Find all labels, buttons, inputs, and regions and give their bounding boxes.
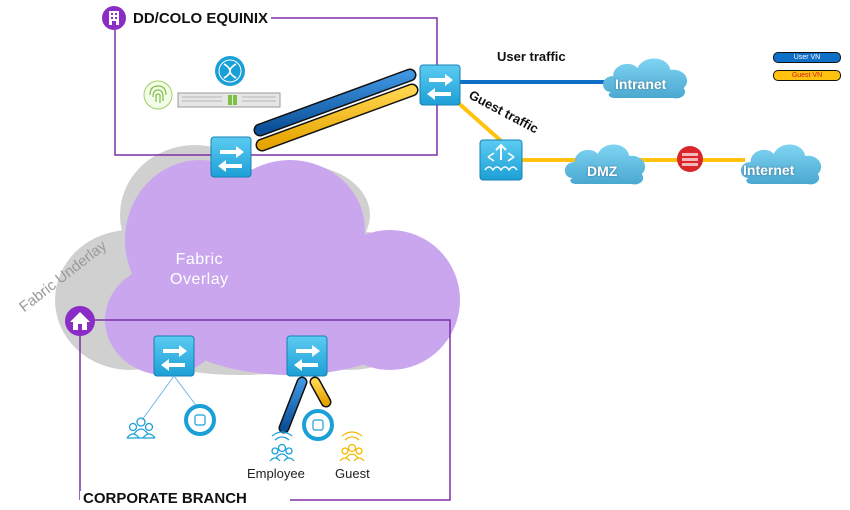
fabric-overlay-label: Fabric Overlay xyxy=(170,251,229,288)
intranet-label: Intranet xyxy=(615,76,667,92)
wireless-users-icon xyxy=(339,431,365,462)
legend-guest-vn: Guest VN xyxy=(773,70,841,81)
firewall-icon xyxy=(677,146,703,172)
switch-icon xyxy=(153,335,195,377)
switch-icon xyxy=(419,64,461,106)
wireless-users-icon xyxy=(269,431,295,462)
appliance-server xyxy=(177,92,281,108)
vn-tubes-branch xyxy=(278,376,332,434)
employee-label: Employee xyxy=(247,466,305,481)
access-point-icon xyxy=(184,404,216,436)
user-group-icon xyxy=(126,417,156,439)
vn-tubes-dc xyxy=(253,68,419,152)
branch-site-title: CORPORATE BRANCH xyxy=(80,491,250,506)
switch-icon xyxy=(286,335,328,377)
dc-site-border xyxy=(114,17,438,156)
access-point-icon xyxy=(302,409,334,441)
branch-site-border xyxy=(79,319,451,501)
guest-label: Guest xyxy=(335,466,370,481)
user-traffic-label: User traffic xyxy=(497,49,566,64)
fingerprint-icon xyxy=(143,80,173,110)
router-icon xyxy=(479,139,523,181)
dc-site-title: DD/COLO EQUINIX xyxy=(130,11,272,26)
dmz-label: DMZ xyxy=(587,163,618,179)
internet-label: Internet xyxy=(743,162,795,178)
legend-user-vn: User VN xyxy=(773,52,841,63)
dna-center-icon xyxy=(215,56,245,86)
switch-icon xyxy=(210,136,252,178)
